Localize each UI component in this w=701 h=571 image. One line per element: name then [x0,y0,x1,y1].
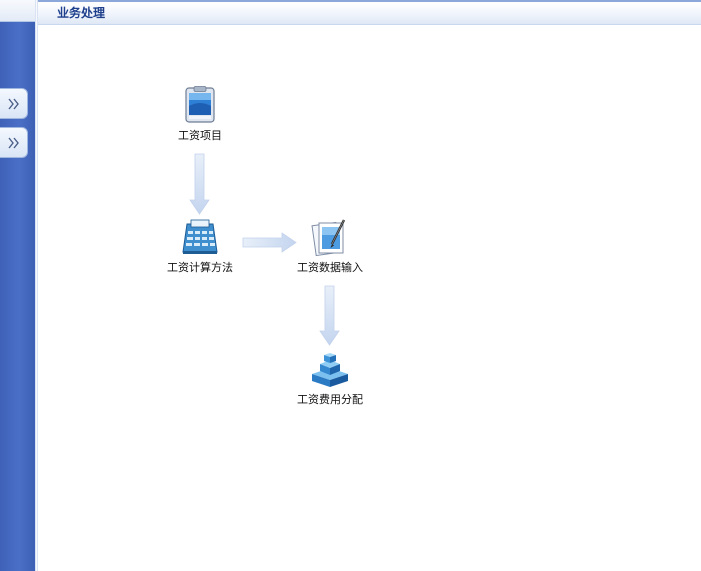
stacked-boxes-icon [312,353,348,387]
flow-node-salary-items[interactable]: 工资项目 [155,86,245,143]
panel-separator[interactable] [35,0,38,571]
flow-node-salary-data-input[interactable]: 工资数据输入 [285,218,375,275]
rail-expand-button-2[interactable] [0,127,28,158]
flow-node-salary-cost-allocation[interactable]: 工资费用分配 [285,350,375,407]
left-rail-top-strip [0,0,35,22]
node-label-salary-cost-allocation: 工资费用分配 [297,393,363,406]
flow-node-salary-calc-method[interactable]: 工资计算方法 [155,218,245,275]
left-nav-rail [0,0,35,571]
node-label-salary-calc-method: 工资计算方法 [167,261,233,274]
calculator-icon [182,219,218,254]
double-chevron-right-icon [7,98,19,109]
document-edit-icon [311,219,346,256]
panel-header: 业务处理 [38,0,701,25]
clipboard-icon [185,86,215,123]
rail-expand-button-1[interactable] [0,88,28,119]
double-chevron-right-icon [7,137,19,148]
page-title: 业务处理 [57,6,106,20]
business-process-panel: 业务处理 [38,0,701,571]
node-label-salary-data-input: 工资数据输入 [297,261,363,274]
node-label-salary-items: 工资项目 [178,129,222,142]
